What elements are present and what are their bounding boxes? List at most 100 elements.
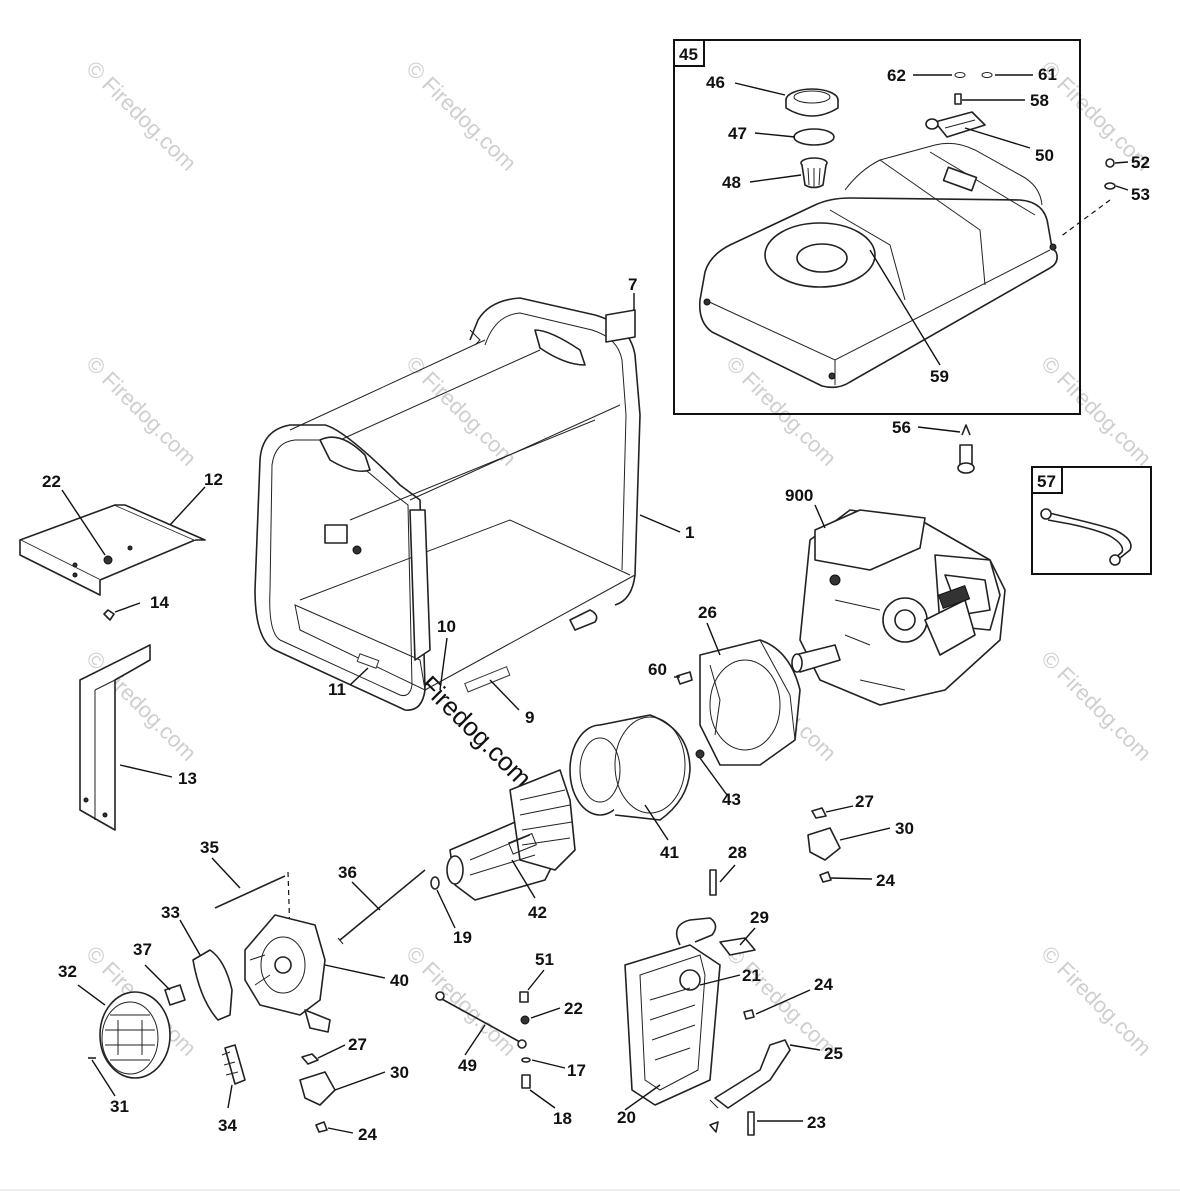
callout-20: 20 [617,1108,636,1127]
watermark: © Firedog.com [1036,941,1156,1061]
leader-lines [61,74,1129,1134]
callout-34: 34 [218,1116,237,1135]
through-bolt-35 [214,875,286,909]
callout-900: 900 [785,486,813,505]
callout-28: 28 [728,843,747,862]
fuel-tank-group: 45 [673,39,1116,415]
fuel-tank-box-number: 45 [679,45,698,64]
callout-35: 35 [200,838,219,857]
nut-27a [811,807,827,819]
callout-17: 17 [567,1061,586,1080]
callout-27: 27 [348,1035,367,1054]
callout-46: 46 [706,73,725,92]
fuel-line-group: 57 [1031,466,1152,575]
screw-58 [954,93,962,105]
callout-7: 7 [628,275,637,294]
fuel-strainer [800,157,828,189]
watermark: © Firedog.com [81,56,201,176]
nut-14 [103,609,115,621]
callout-49: 49 [458,1056,477,1075]
callout-14: 14 [150,593,169,612]
callout-43: 43 [722,790,741,809]
stator [569,714,691,821]
fuel-cap-gasket [793,128,835,146]
callout-23: 23 [807,1113,826,1132]
callout-53: 53 [1131,185,1150,204]
frame [254,297,641,711]
callout-42: 42 [528,903,547,922]
mounting-plate [19,504,206,596]
callout-13: 13 [178,769,197,788]
callout-24: 24 [814,975,833,994]
screw-18 [521,1074,531,1089]
callout-40: 40 [390,971,409,990]
nut-43 [695,749,705,759]
watermark: © Firedog.com [401,941,521,1061]
callout-22: 22 [564,999,583,1018]
nut-23b [709,1121,719,1133]
callout-19: 19 [453,928,472,947]
callout-59: 59 [930,367,949,386]
fuel-gauge [925,111,986,138]
vibration-mount-30a [807,827,841,861]
stator-housing [699,639,801,766]
washer-17 [521,1057,531,1063]
decal-9 [464,666,511,693]
callout-21: 21 [742,966,761,985]
callout-30: 30 [895,819,914,838]
callout-36: 36 [338,863,357,882]
screw-51 [519,991,529,1003]
decal-11 [356,653,380,669]
fuel-tank-box [673,39,1081,415]
washer-19 [430,876,440,890]
callout-12: 12 [204,470,223,489]
muffler [624,917,721,1106]
rear-bearing-carrier [244,914,331,1033]
callout-1: 1 [685,523,694,542]
washer-61 [981,72,993,78]
callout-11: 11 [328,680,346,699]
callout-41: 41 [660,843,679,862]
decal-7 [605,309,636,343]
callout-26: 26 [698,603,717,622]
fuel-tank-box-tag [673,39,705,67]
brush-assembly-cover [192,949,233,1021]
callout-24: 24 [876,871,895,890]
callout-29: 29 [750,908,769,927]
callout-10: 10 [437,617,456,636]
callout-56: 56 [892,418,911,437]
callout-22: 22 [42,472,61,491]
muffler-bracket [709,1039,791,1109]
ground-wire [439,997,521,1043]
rear-cover [99,991,171,1079]
nut-24c [315,1121,328,1133]
callout-labels: 7 1 12 22 14 13 10 11 9 46 47 48 62 61 5… [42,65,1150,1144]
through-bolt-36 [339,869,426,941]
vibration-mount-30b [299,1071,336,1106]
engine [791,509,1006,706]
callout-61: 61 [1038,65,1057,84]
callout-51: 51 [535,950,554,969]
callout-30: 30 [390,1063,409,1082]
fuel-line-box [1031,466,1152,575]
callout-25: 25 [824,1044,843,1063]
watermark: © Firedog.com [81,351,201,471]
callout-24: 24 [358,1125,377,1144]
side-bracket [79,644,151,831]
bolt-28 [709,869,717,896]
callout-18: 18 [553,1109,572,1128]
callout-33: 33 [161,903,180,922]
callout-27: 27 [855,792,874,811]
screw-60 [676,671,693,685]
rotor [446,769,576,901]
callout-48: 48 [722,173,741,192]
callout-50: 50 [1035,146,1054,165]
bolt-23 [747,1111,755,1136]
nut-24a [819,871,832,883]
fuel-line-box-tag [1031,466,1063,494]
washer-62 [954,72,966,78]
callout-47: 47 [728,124,747,143]
watermark: © Firedog.com [1036,351,1156,471]
watermark: © Firedog.com [401,56,521,176]
fuel-tank [698,142,1058,389]
